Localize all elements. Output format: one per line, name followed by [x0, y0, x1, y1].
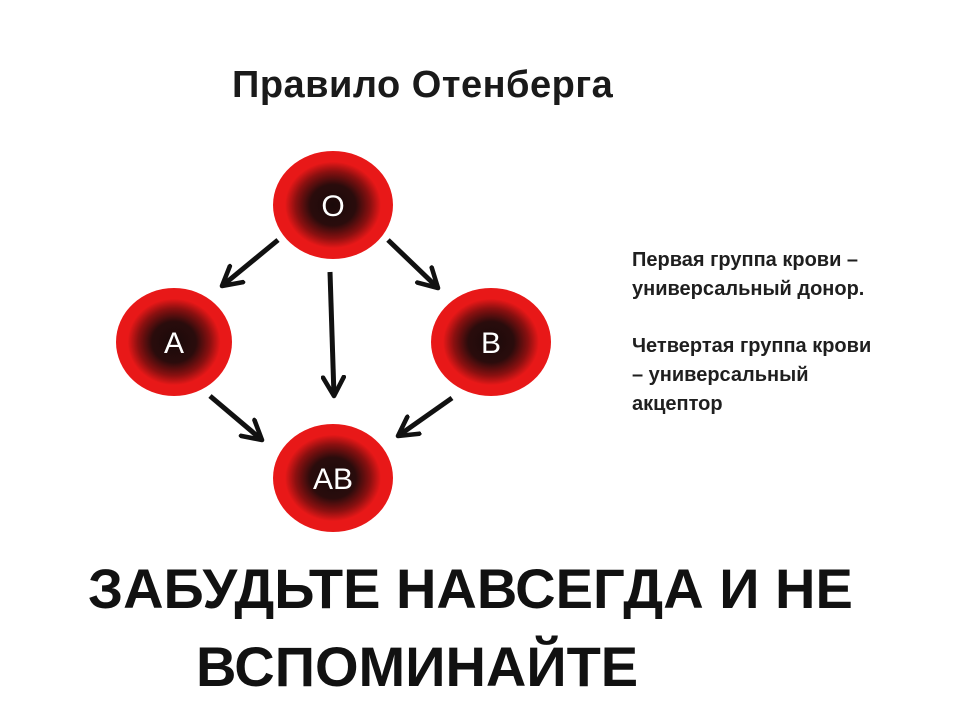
cell-o: O [273, 151, 393, 259]
cell-ab-label: AB [313, 463, 353, 496]
cell-o-label: O [321, 190, 344, 223]
arrow-o-to-ab [330, 271, 334, 396]
note-first-line1: Первая группа крови – [632, 249, 859, 271]
cell-a-label: A [164, 327, 184, 360]
footer-line2: ВСПОМИНАЙТЕ [196, 635, 639, 698]
cell-a: A [116, 288, 232, 396]
note-first-group: Первая группа крови – универсальный доно… [632, 246, 932, 304]
arrow-a-to-ab [208, 394, 262, 440]
note-fourth-line2: – универсальный [632, 364, 809, 386]
arrow-o-to-a [222, 238, 280, 286]
footer-message: ЗАБУДЬТЕ НАВСЕГДА И НЕ ВСПОМИНАЙТЕ [88, 550, 853, 706]
note-first-line2: универсальный донор. [632, 278, 865, 300]
cell-ab: AB [273, 424, 393, 532]
note-fourth-line3: акцептор [632, 393, 723, 415]
note-fourth-group: Четвертая группа крови – универсальный а… [632, 332, 932, 419]
cell-b-label: B [481, 327, 501, 360]
arrow-b-to-ab [398, 395, 454, 436]
footer-line1: ЗАБУДЬТЕ НАВСЕГДА И НЕ [88, 557, 853, 620]
note-fourth-line1: Четвертая группа крови [632, 335, 872, 357]
arrow-o-to-b [386, 238, 438, 288]
cell-b: B [431, 288, 551, 396]
slide-title: Правило Отенберга [232, 64, 614, 106]
side-notes: Первая группа крови – универсальный доно… [632, 246, 932, 447]
